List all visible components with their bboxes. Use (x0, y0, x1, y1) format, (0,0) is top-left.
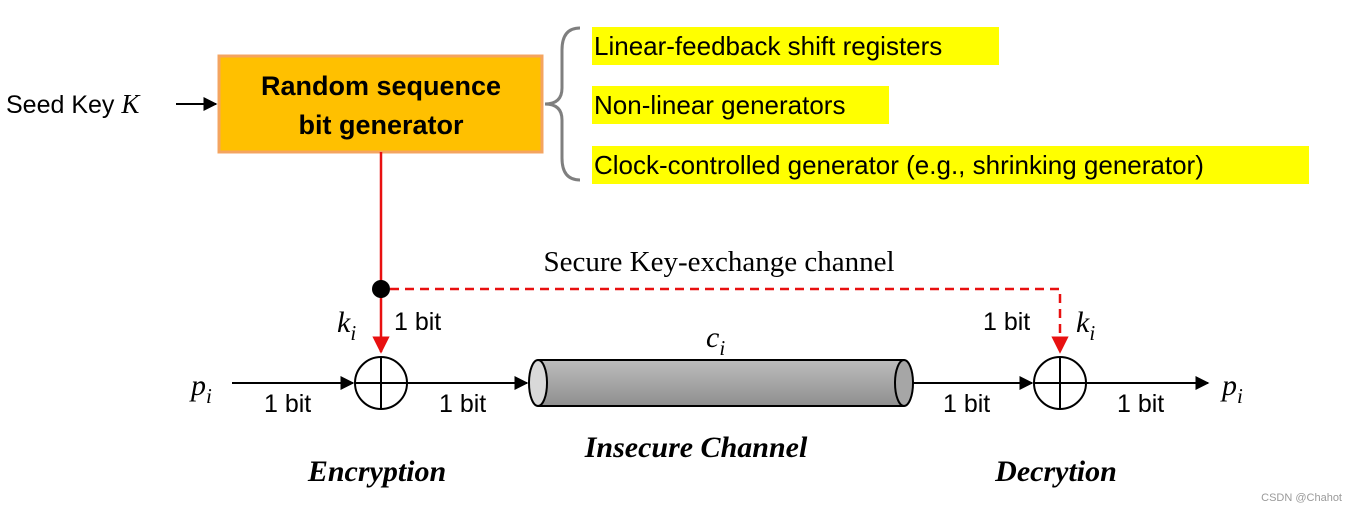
bit-label-plain-in: 1 bit (264, 390, 311, 418)
generator-type-2: Non-linear generators (594, 90, 845, 120)
generator-type-3: Clock-controlled generator (e.g., shrink… (594, 150, 1204, 180)
plaintext-symbol-in: pi (189, 369, 212, 408)
xor-icon (354, 356, 408, 410)
key-symbol-dec: ki (1076, 306, 1095, 345)
decryption-label: Decrytion (994, 455, 1117, 488)
cipher-symbol: ci (706, 321, 725, 360)
generator-type-highlight-3 (592, 146, 1309, 184)
generator-type-highlight-2 (592, 86, 889, 124)
encryption-label: Encryption (307, 455, 446, 488)
bit-label-key-enc: 1 bit (394, 308, 441, 336)
secure-channel-label: Secure Key-exchange channel (543, 246, 894, 278)
key-symbol-enc: ki (337, 306, 356, 345)
bit-label-key-dec: 1 bit (983, 308, 1030, 336)
node-dot-icon (372, 280, 390, 298)
generator-title-line2: bit generator (298, 110, 464, 140)
watermark: CSDN @Chahot (1261, 492, 1342, 504)
generator-type-1: Linear-feedback shift registers (594, 31, 942, 61)
bit-label-plain-out: 1 bit (1117, 390, 1164, 418)
secure-key-exchange-line (390, 287, 1069, 354)
bit-label-cipher-in: 1 bit (943, 390, 990, 418)
bit-label-cipher-out: 1 bit (439, 390, 486, 418)
generator-title-line1: Random sequence (261, 71, 501, 101)
xor-icon (1033, 356, 1087, 410)
plaintext-symbol-out: pi (1220, 369, 1243, 408)
seed-key-label: Seed Key K (6, 89, 141, 119)
generator-type-highlight-1 (592, 27, 999, 65)
insecure-channel-pipe (528, 359, 914, 407)
brace-icon (544, 26, 581, 182)
insecure-channel-label: Insecure Channel (584, 431, 808, 464)
